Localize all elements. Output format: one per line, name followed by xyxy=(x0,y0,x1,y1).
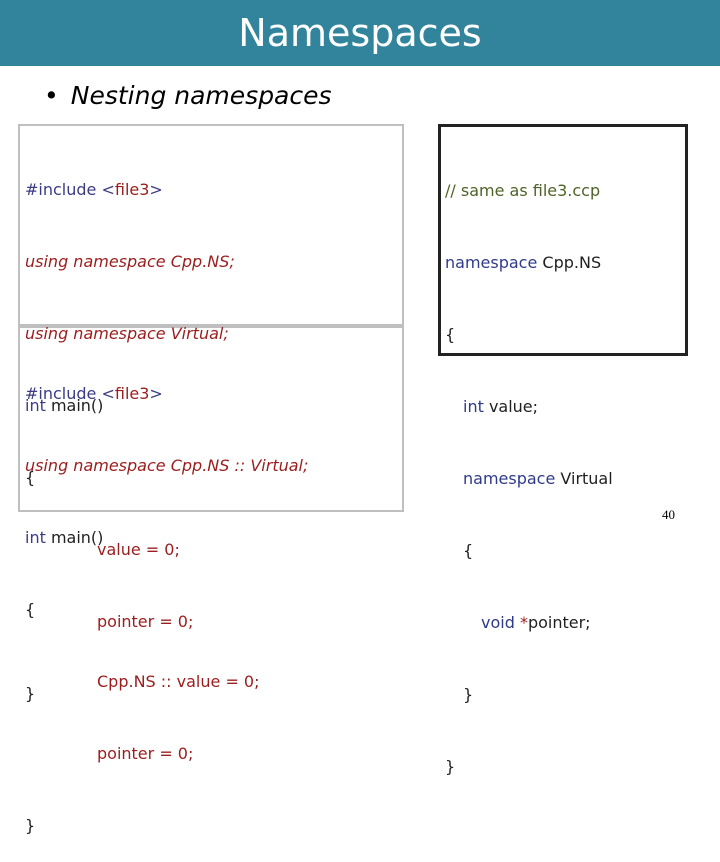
code-box-using-directives xyxy=(18,124,404,326)
code-line: #include <file3> xyxy=(25,180,163,199)
code-line: } xyxy=(463,685,474,704)
code-comment: // same as file3.ccp xyxy=(445,181,601,200)
code-line: { xyxy=(25,468,36,487)
code-box-file3 xyxy=(438,124,688,356)
code-line: void *pointer; xyxy=(481,613,591,632)
code-line: } xyxy=(25,816,36,835)
code-line: using namespace Virtual; xyxy=(25,324,229,343)
code-line: pointer = 0; xyxy=(97,744,194,763)
code-line: Cpp.NS :: value = 0; xyxy=(97,672,260,691)
code-line: using namespace Cpp.NS :: Virtual; xyxy=(25,456,309,475)
code-line: int value; xyxy=(463,397,539,416)
code-line: #include <file3> xyxy=(25,384,163,403)
slide-title: Namespaces xyxy=(238,11,482,55)
title-bar xyxy=(0,0,720,66)
code-line: } xyxy=(445,757,456,776)
code-line: int main() xyxy=(25,528,104,547)
code-box-nested-using xyxy=(18,326,404,512)
bullet-icon: • xyxy=(44,81,59,110)
bullet-point: • Nesting namespaces xyxy=(44,80,332,112)
code-line: namespace Cpp.NS xyxy=(445,253,602,272)
code-block-2: #include <file3> using namespace Cpp.NS … xyxy=(25,334,308,862)
code-line: int main() xyxy=(25,396,104,415)
code-line: { xyxy=(445,325,456,344)
code-line: { xyxy=(463,541,474,560)
code-line: { xyxy=(25,600,36,619)
code-line: using namespace Cpp.NS; xyxy=(25,252,235,271)
bullet-text: Nesting namespaces xyxy=(70,81,332,110)
code-block-3: // same as file3.ccp namespace Cpp.NS { … xyxy=(445,131,613,803)
code-line: namespace Virtual xyxy=(463,469,613,488)
page-number: 40 xyxy=(662,507,675,522)
